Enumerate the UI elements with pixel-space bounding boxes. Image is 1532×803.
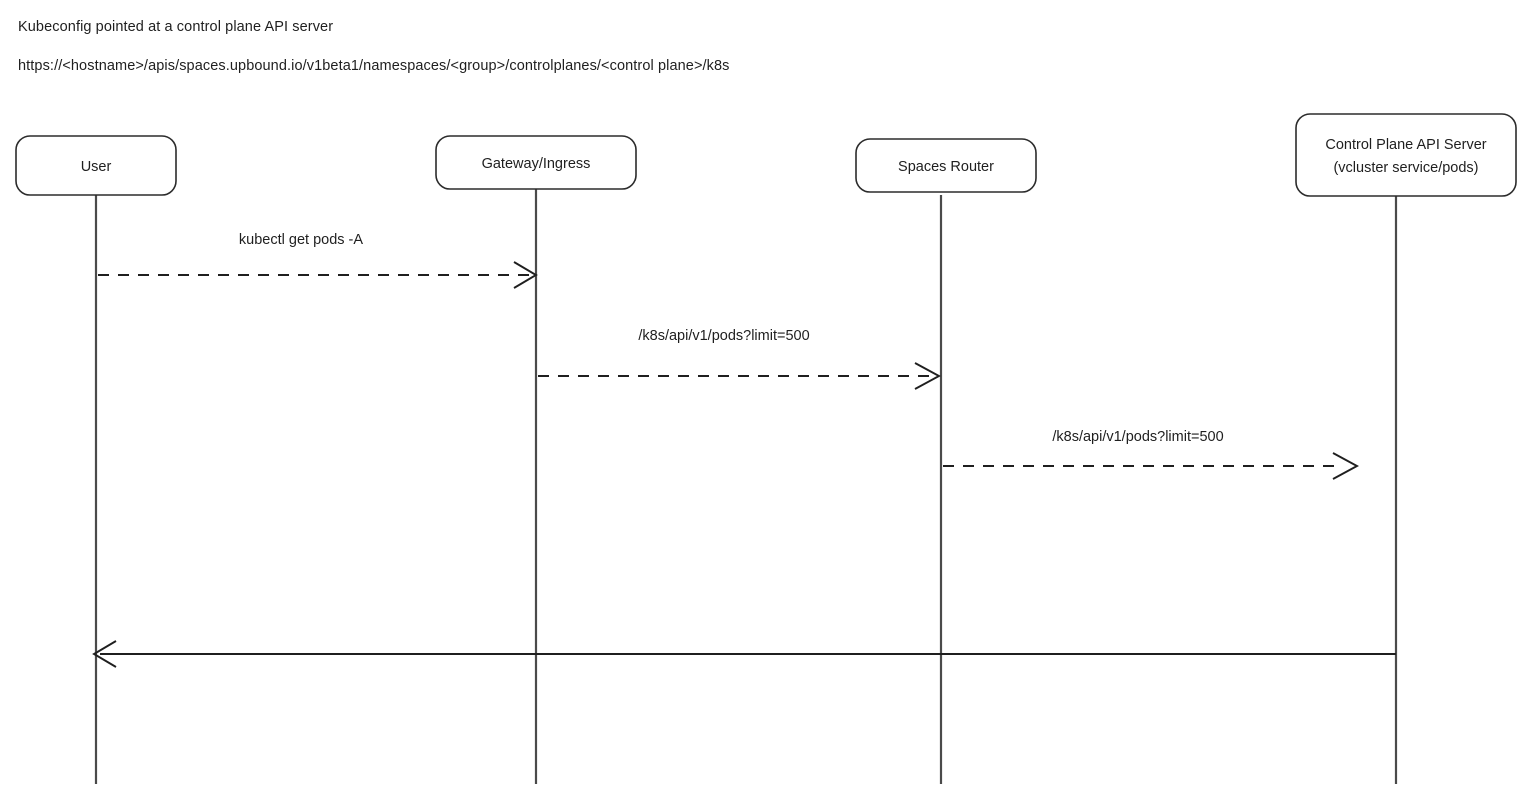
message-kubectl-get-pods[interactable]: kubectl get pods -A (98, 232, 538, 289)
participant-label-control-plane-api-server-line2: (vcluster service/pods) (1333, 160, 1478, 176)
message-label-1: kubectl get pods -A (239, 232, 363, 248)
message-label-3: /k8s/api/v1/pods?limit=500 (1052, 429, 1223, 445)
message-arrowhead-4 (92, 640, 117, 668)
diagram-caption-url: https://<hostname>/apis/spaces.upbound.i… (18, 58, 730, 74)
participant-box-gateway[interactable] (435, 135, 637, 190)
message-k8s-api-pods-gateway-to-router[interactable]: /k8s/api/v1/pods?limit=500 (538, 328, 941, 390)
participant-box-spaces-router[interactable] (855, 138, 1037, 193)
message-k8s-api-pods-router-to-api-server[interactable]: /k8s/api/v1/pods?limit=500 (943, 429, 1359, 480)
message-arrowhead-1 (513, 261, 538, 289)
diagram-caption-title: Kubeconfig pointed at a control plane AP… (18, 19, 334, 35)
message-response-to-user[interactable] (92, 640, 1396, 668)
participant-label-control-plane-api-server-line1: Control Plane API Server (1325, 137, 1486, 153)
participant-box-control-plane-api-server[interactable] (1295, 113, 1517, 197)
message-arrowhead-3 (1332, 452, 1359, 480)
participant-spaces-router[interactable]: Spaces Router (855, 138, 1037, 193)
participant-user[interactable]: User (15, 135, 177, 196)
participant-control-plane-api-server[interactable]: Control Plane API Server (vcluster servi… (1295, 113, 1517, 197)
lifelines-group (94, 189, 1398, 784)
participant-label-gateway: Gateway/Ingress (482, 156, 591, 172)
message-arrowhead-2 (914, 362, 941, 390)
message-label-2: /k8s/api/v1/pods?limit=500 (638, 328, 809, 344)
participant-box-user[interactable] (15, 135, 177, 196)
participant-gateway[interactable]: Gateway/Ingress (435, 135, 637, 190)
participant-label-user: User (81, 159, 112, 175)
participant-label-spaces-router: Spaces Router (898, 159, 994, 175)
